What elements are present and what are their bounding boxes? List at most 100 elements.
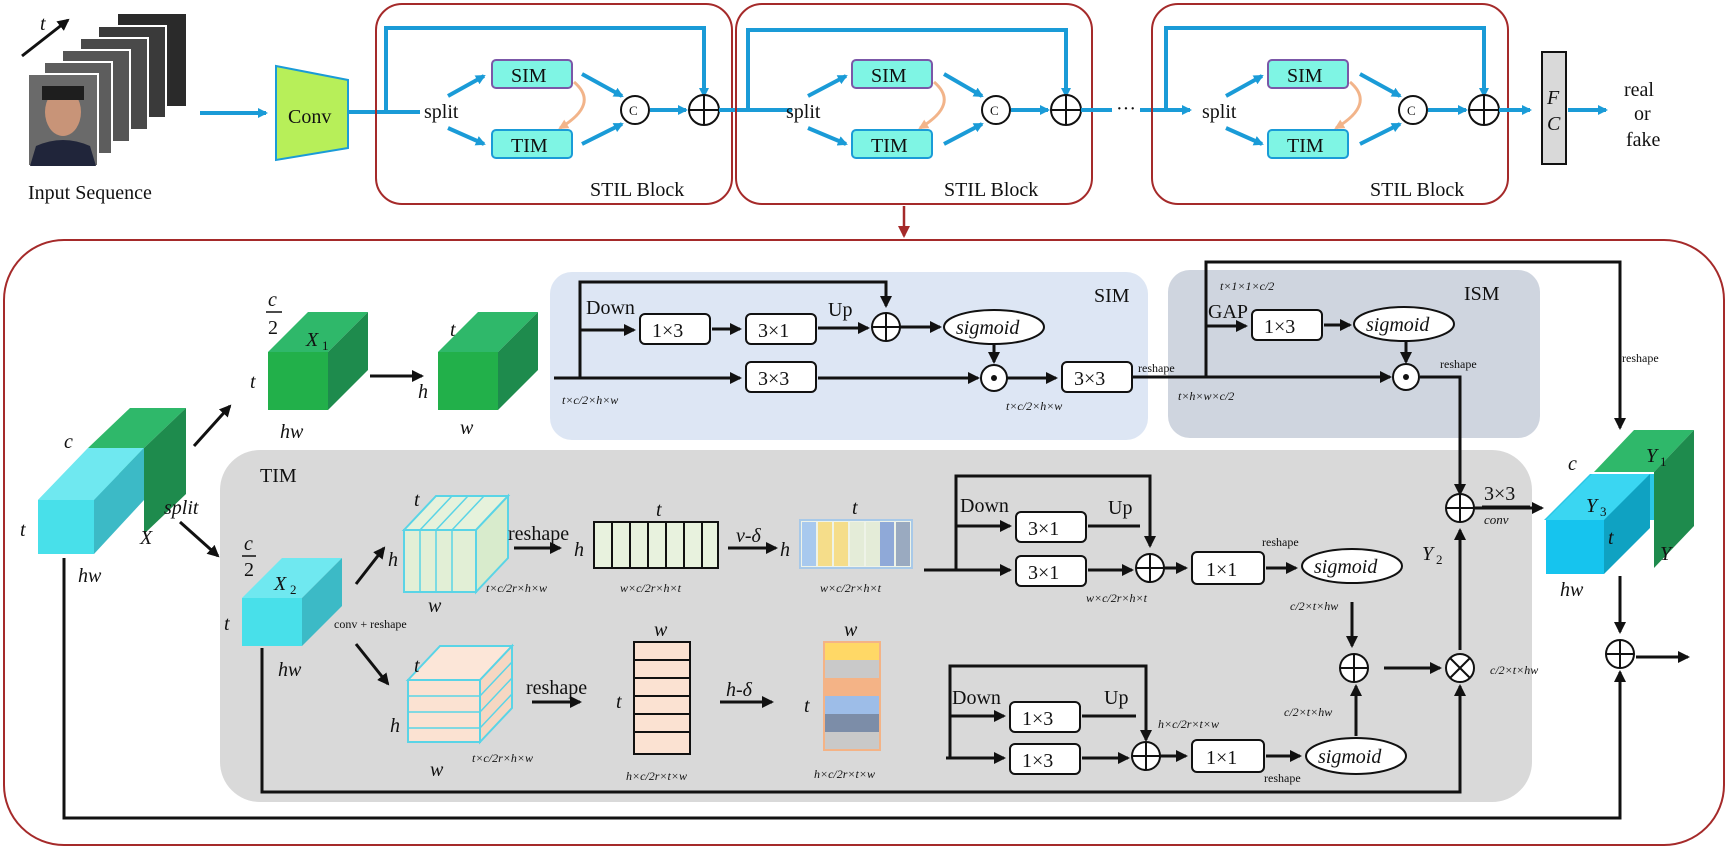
sigmoid-node xyxy=(943,309,1045,345)
w-label: w xyxy=(430,759,444,781)
x1-sub: 1 xyxy=(322,338,329,353)
hw-label: hw xyxy=(78,565,102,587)
kernel-3x3-out-label: 3×3 xyxy=(1074,368,1105,390)
t-label: t xyxy=(414,489,420,511)
stil-block-3: split SIM TIM C STIL Block xyxy=(1151,3,1509,205)
concat-op xyxy=(620,95,650,125)
output-or: or xyxy=(1634,103,1651,125)
output-y-cube xyxy=(1544,430,1694,574)
tim-reshape-a: reshape xyxy=(1262,535,1299,549)
h-delta-label: h-δ xyxy=(726,679,753,701)
ism-sigmoid-label: sigmoid xyxy=(1366,314,1430,336)
x-label: X xyxy=(139,527,153,549)
fc-label-2: C xyxy=(1547,113,1561,135)
ism-kernel-1x3-label: 1×3 xyxy=(1264,316,1295,338)
block-label: STIL Block xyxy=(590,179,684,201)
tim-dim-b1: t×c/2r×h×w xyxy=(472,751,533,765)
x2-cube xyxy=(242,558,342,646)
split-label: split xyxy=(786,101,821,123)
tim-kernel-1x3-b-label: 1×3 xyxy=(1022,750,1053,772)
kernel-3x1 xyxy=(745,313,817,345)
ellipsis: ··· xyxy=(1116,98,1136,120)
tim-panel xyxy=(220,450,1532,802)
tim-dim-a1: t×c/2r×h×w xyxy=(486,581,547,595)
kernel-1x3 xyxy=(639,313,711,345)
tim-dim-b4: h×c/2r×t×w xyxy=(1158,717,1219,731)
conv-word: conv xyxy=(1484,512,1509,527)
split-label: split xyxy=(424,101,459,123)
tim-label: TIM xyxy=(511,135,548,157)
residual-add-op xyxy=(1605,639,1635,669)
tim-sigmoid-b xyxy=(1305,737,1407,775)
x2-sub: 2 xyxy=(290,582,297,597)
tim-lower-strips xyxy=(633,641,691,755)
t-label: t xyxy=(224,613,230,635)
gap-dim: t×1×1×c/2 xyxy=(1220,279,1274,293)
y1-sub: 1 xyxy=(1660,454,1667,469)
t-label: t xyxy=(804,695,810,717)
tim-dim-b2: h×c/2r×t×w xyxy=(626,769,687,783)
c-label: c xyxy=(64,431,73,453)
output-fake: fake xyxy=(1626,129,1661,151)
tim-kernel-1x1-b xyxy=(1191,739,1265,773)
half-c-num: c xyxy=(244,533,253,555)
sim-module xyxy=(491,59,573,89)
x1-label: X xyxy=(305,329,319,351)
hw-label: hw xyxy=(278,659,302,681)
h-label: h xyxy=(390,715,400,737)
sim-dim-in: t×c/2×h×w xyxy=(562,393,618,407)
x2-label: X xyxy=(273,573,287,595)
tim-kernel-1x1-a-label: 1×1 xyxy=(1206,559,1237,581)
input-caption: Input Sequence xyxy=(28,182,152,204)
kernel-3x3-label: 3×3 xyxy=(758,368,789,390)
tim-upper-cube xyxy=(401,493,511,595)
ism-sigmoid-node xyxy=(1353,306,1455,342)
t-label: t xyxy=(852,497,858,519)
down-label: Down xyxy=(586,297,635,319)
tim-kernel-3x1-b xyxy=(1015,555,1087,587)
half-c-num: c xyxy=(268,289,277,311)
add-op xyxy=(1135,553,1165,583)
input-sequence: t Input Sequence xyxy=(21,13,186,204)
concat-label: C xyxy=(629,103,638,118)
tim-module xyxy=(1267,129,1349,159)
concat-op xyxy=(1398,95,1428,125)
v-delta-label: v-δ xyxy=(736,525,762,547)
tim-kernel-1x1-b-label: 1×1 xyxy=(1206,747,1237,769)
tim-dim-a4: w×c/2r×h×t xyxy=(1086,591,1148,605)
input-x-cube xyxy=(38,408,186,554)
h-label: h xyxy=(388,549,398,571)
sim-panel xyxy=(550,272,1148,440)
half-c-den: 2 xyxy=(268,317,278,339)
half-c-den: 2 xyxy=(244,559,254,581)
t-label: t xyxy=(414,655,420,677)
tim-dim-a3: w×c/2r×h×t xyxy=(820,581,882,595)
fc-label-1: F xyxy=(1546,87,1560,109)
sim-dim-out: t×c/2×h×w xyxy=(1006,399,1062,413)
tim-kernel-3x1-a xyxy=(1015,511,1087,543)
h-label: h xyxy=(574,539,584,561)
time-label: t xyxy=(40,13,46,35)
fc-layer: F C xyxy=(1541,51,1567,165)
stil-block-1: split SIM TIM C STIL Block xyxy=(375,3,733,205)
tim-kernel-3x1-a-label: 3×1 xyxy=(1028,518,1059,540)
concat-label: C xyxy=(1407,103,1416,118)
tim-module xyxy=(851,129,933,159)
tim-lower-shifted xyxy=(823,641,881,751)
tim-dim-b3: h×c/2r×t×w xyxy=(814,767,875,781)
ism-reshape: reshape xyxy=(1440,357,1477,371)
combine-add-op xyxy=(1445,493,1475,523)
sim-label: SIM xyxy=(1287,65,1323,87)
y-label: Y xyxy=(1660,543,1673,565)
x1-reshaped-cube xyxy=(438,312,538,410)
tim-dim-mul: c/2×t×hw xyxy=(1490,663,1538,677)
sim-module xyxy=(851,59,933,89)
concat-label: C xyxy=(990,103,999,118)
tim-kernel-1x1-a xyxy=(1191,551,1265,585)
tim-sigmoid-b-label: sigmoid xyxy=(1318,746,1382,768)
tim-dim-sig-b: c/2×t×hw xyxy=(1284,705,1332,719)
tim-kernel-1x3-a-label: 1×3 xyxy=(1022,708,1053,730)
add-op xyxy=(688,94,720,126)
w-label: w xyxy=(460,417,474,439)
